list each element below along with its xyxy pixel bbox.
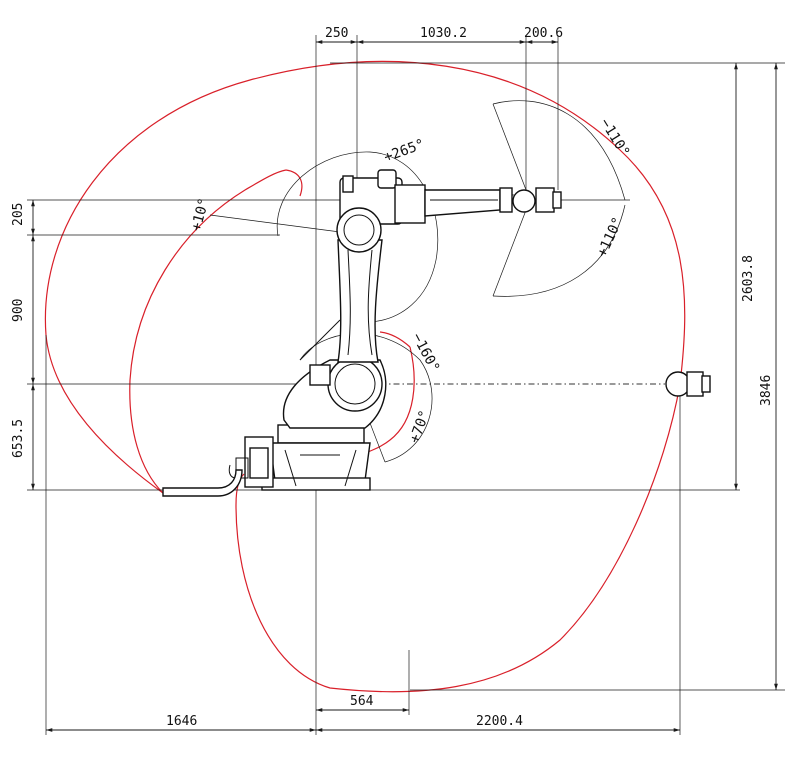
dimension-lines bbox=[31, 40, 778, 732]
angle-j3-plus: +265° bbox=[382, 136, 427, 165]
dim-top-b: 1030.2 bbox=[420, 26, 467, 41]
angle-arcs bbox=[209, 100, 626, 463]
robot-lower-arm bbox=[337, 239, 383, 363]
dim-right-a: 2603.8 bbox=[741, 255, 756, 302]
dim-left-a: 205 bbox=[11, 203, 26, 226]
dim-left-b: 900 bbox=[11, 299, 26, 322]
dim-bottom-a: 564 bbox=[350, 694, 374, 709]
dim-bottom-b: 1646 bbox=[166, 714, 197, 729]
robot-forearm bbox=[424, 189, 501, 217]
dim-top-a: 250 bbox=[325, 26, 348, 41]
dim-bottom-c: 2200.4 bbox=[476, 714, 523, 729]
cable-track bbox=[162, 469, 243, 497]
dimension-labels: 250 1030.2 200.6 205 900 653.5 2603.8 38… bbox=[11, 26, 774, 729]
dim-top-c: 200.6 bbox=[524, 26, 563, 41]
angle-j2-plus: +70° bbox=[407, 408, 434, 445]
angle-j5-minus: −110° bbox=[597, 116, 633, 160]
robot-shoulder bbox=[282, 319, 387, 429]
angle-j3-small: +10° bbox=[188, 196, 212, 233]
robot-wrist-home bbox=[499, 187, 562, 213]
dim-right-b: 3846 bbox=[759, 375, 774, 406]
dim-left-c: 653.5 bbox=[11, 419, 26, 458]
angle-j5-plus: +110° bbox=[594, 215, 626, 260]
reach-envelope bbox=[44, 60, 686, 693]
angle-labels: +265° +10° −110° +110° −160° +70° bbox=[188, 116, 632, 446]
robot-base bbox=[228, 424, 371, 491]
robot-elbow bbox=[336, 169, 426, 253]
robot-wrist-extended bbox=[665, 371, 711, 397]
